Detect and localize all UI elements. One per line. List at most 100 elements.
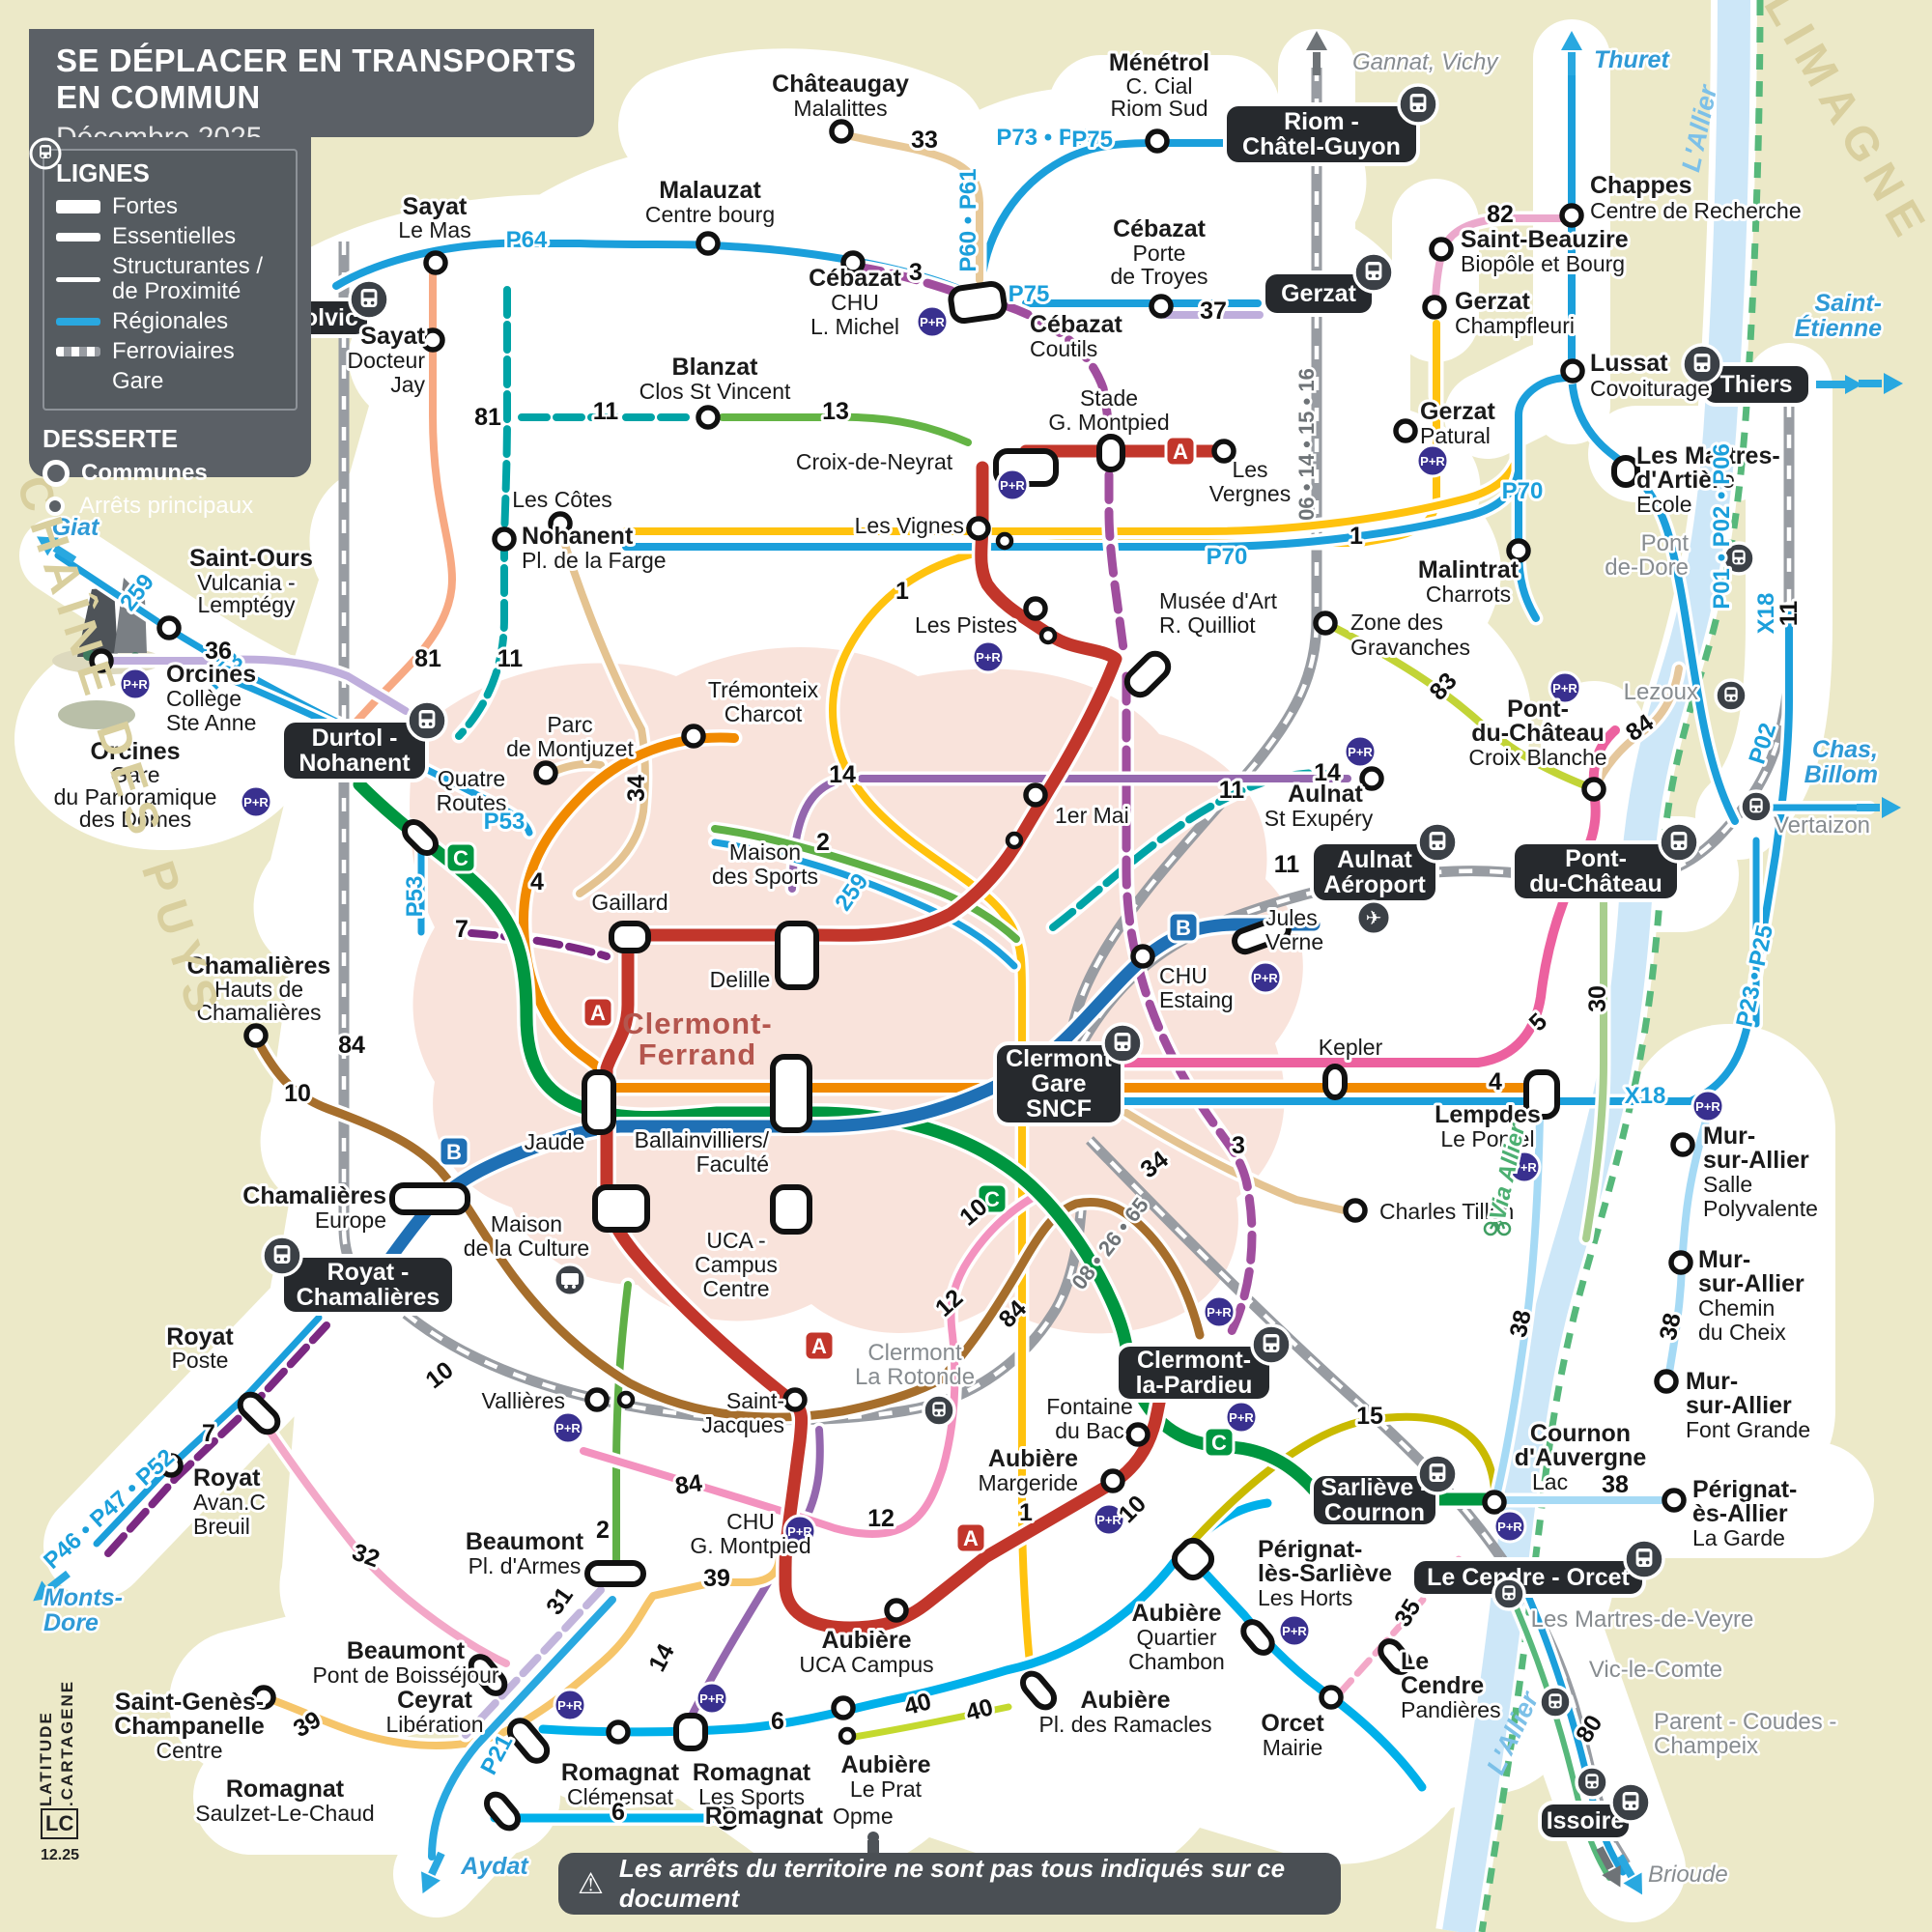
- gare-label: Thiers: [1681, 343, 1862, 407]
- interchange-box: [673, 1713, 708, 1751]
- gare-name: Royat -: [327, 1259, 410, 1286]
- map-label: Kepler: [1319, 1035, 1383, 1060]
- arrow-stub: [428, 1851, 445, 1876]
- gare-box: [280, 719, 429, 782]
- train-icon: [1575, 1765, 1609, 1800]
- map-label: Mur-: [1686, 1368, 1738, 1395]
- gare-name: Durtol -: [312, 724, 398, 752]
- map-label: P60 • P61: [955, 168, 981, 271]
- park-and-ride-icon: [995, 468, 1030, 502]
- interchange-box: [1523, 1069, 1560, 1120]
- line-thuret: [1568, 54, 1739, 825]
- train-body: [1365, 262, 1382, 280]
- train-body: [1263, 1334, 1280, 1352]
- map-label: Champanelle: [114, 1713, 265, 1740]
- map-label: Jacques: [701, 1412, 784, 1437]
- tram-badge-letter: A: [811, 1334, 827, 1358]
- arrow-stub: [1616, 1854, 1635, 1879]
- legend-desserte-title: DESSERTE: [43, 424, 179, 453]
- train-wheel: [1438, 1475, 1443, 1480]
- train-body: [360, 289, 378, 307]
- interchange-box: [1096, 434, 1125, 472]
- rail-dash-rail-rotonde: [404, 1197, 1085, 1422]
- map-label: Europe: [315, 1208, 386, 1233]
- interchange-box: [1322, 1064, 1348, 1100]
- map-label: Chambon: [1128, 1649, 1225, 1674]
- interchange-box: [1171, 1537, 1215, 1581]
- map-label: Font Grande: [1686, 1417, 1810, 1442]
- map-label: Blanzat: [672, 354, 759, 381]
- map-label: Aubière: [821, 1627, 911, 1654]
- map-label: Champeix: [1654, 1733, 1758, 1759]
- park-and-ride-text: P+R: [1420, 454, 1445, 469]
- line-P46-P47-P52: [93, 1314, 323, 1548]
- map-label: 1: [1019, 1499, 1033, 1526]
- map-label: P64: [506, 227, 548, 253]
- map-label: P70: [1207, 544, 1248, 570]
- train-wheel: [428, 722, 433, 726]
- gare-name: Riom -: [1284, 108, 1359, 135]
- map-label: Gerzat: [1420, 398, 1495, 425]
- map-label: Breuil: [193, 1514, 250, 1539]
- train-wheel: [1732, 696, 1736, 700]
- map-label: Pont: [1641, 530, 1690, 556]
- map-label: Pl. de la Farge: [522, 548, 667, 573]
- park-and-ride-text: P+R: [920, 315, 945, 329]
- commune-marker: [492, 526, 517, 552]
- line-31: [462, 1586, 605, 1739]
- arrow-head: [37, 536, 59, 556]
- map-label: 4: [1489, 1068, 1502, 1095]
- arrow-head: [1561, 31, 1582, 50]
- train-icon: [1250, 1323, 1293, 1366]
- arrow-head: [1884, 373, 1903, 394]
- warning-icon: ⚠: [578, 1867, 604, 1900]
- map-label: lès-Sarliève: [1258, 1560, 1392, 1587]
- line-40: [844, 1703, 1012, 1742]
- map-label: Ballainvilliers/: [635, 1127, 770, 1152]
- park-and-ride-icon: [915, 304, 950, 339]
- line-P53: [228, 676, 533, 936]
- train-wheel: [283, 1257, 288, 1262]
- stop-marker-sample: [45, 497, 65, 516]
- map-label: Avan.C: [193, 1490, 266, 1515]
- airport-icon-circle: [1355, 899, 1392, 936]
- train-wheel: [1587, 1783, 1591, 1787]
- train-body: [1429, 1463, 1446, 1482]
- interchange-box: [468, 1654, 508, 1696]
- map-label: Ecole: [1636, 492, 1692, 517]
- map-label: Dore: [43, 1609, 99, 1636]
- line-32: [249, 1403, 510, 1667]
- commune-marker: [423, 250, 448, 275]
- map-label: Les Martres-: [1636, 442, 1780, 469]
- map-label: La Rotonde: [855, 1364, 975, 1390]
- map-label: UCA Campus: [799, 1652, 933, 1677]
- map-label: P75: [1009, 281, 1050, 307]
- train-wheel: [1117, 1044, 1122, 1049]
- map-label: Aubière: [840, 1751, 930, 1778]
- train-wheel: [1632, 1804, 1636, 1808]
- line-7: [104, 929, 611, 1557]
- commune-marker: [1559, 203, 1584, 228]
- map-label: Delille: [710, 967, 771, 992]
- interchange-box: [770, 1054, 812, 1133]
- map-label: Cendre: [1401, 1672, 1484, 1699]
- tram-badge-letter: B: [446, 1140, 462, 1164]
- train-body: [1429, 832, 1446, 850]
- strong-line-sample: [56, 200, 100, 213]
- map-label: P75: [1071, 127, 1113, 153]
- commune-marker: [884, 1598, 909, 1623]
- map-label: 39: [703, 1565, 730, 1592]
- map-label: Ceyrat: [397, 1687, 472, 1714]
- map-label: du-Château: [1471, 720, 1605, 747]
- commune-marker: [156, 615, 182, 640]
- legend-item-label: Fortes: [112, 193, 179, 219]
- map-label: Pl. des Ramacles: [1039, 1712, 1212, 1737]
- tram-badge-A: [803, 1329, 836, 1362]
- train-wheel: [1504, 1595, 1508, 1599]
- train-window: [1734, 552, 1744, 557]
- interchange-box: [582, 1069, 616, 1135]
- line-259-2: [711, 838, 1018, 970]
- train-wheel: [1419, 105, 1424, 110]
- map-label: 06 • 14 • 15 • 16: [1294, 368, 1319, 521]
